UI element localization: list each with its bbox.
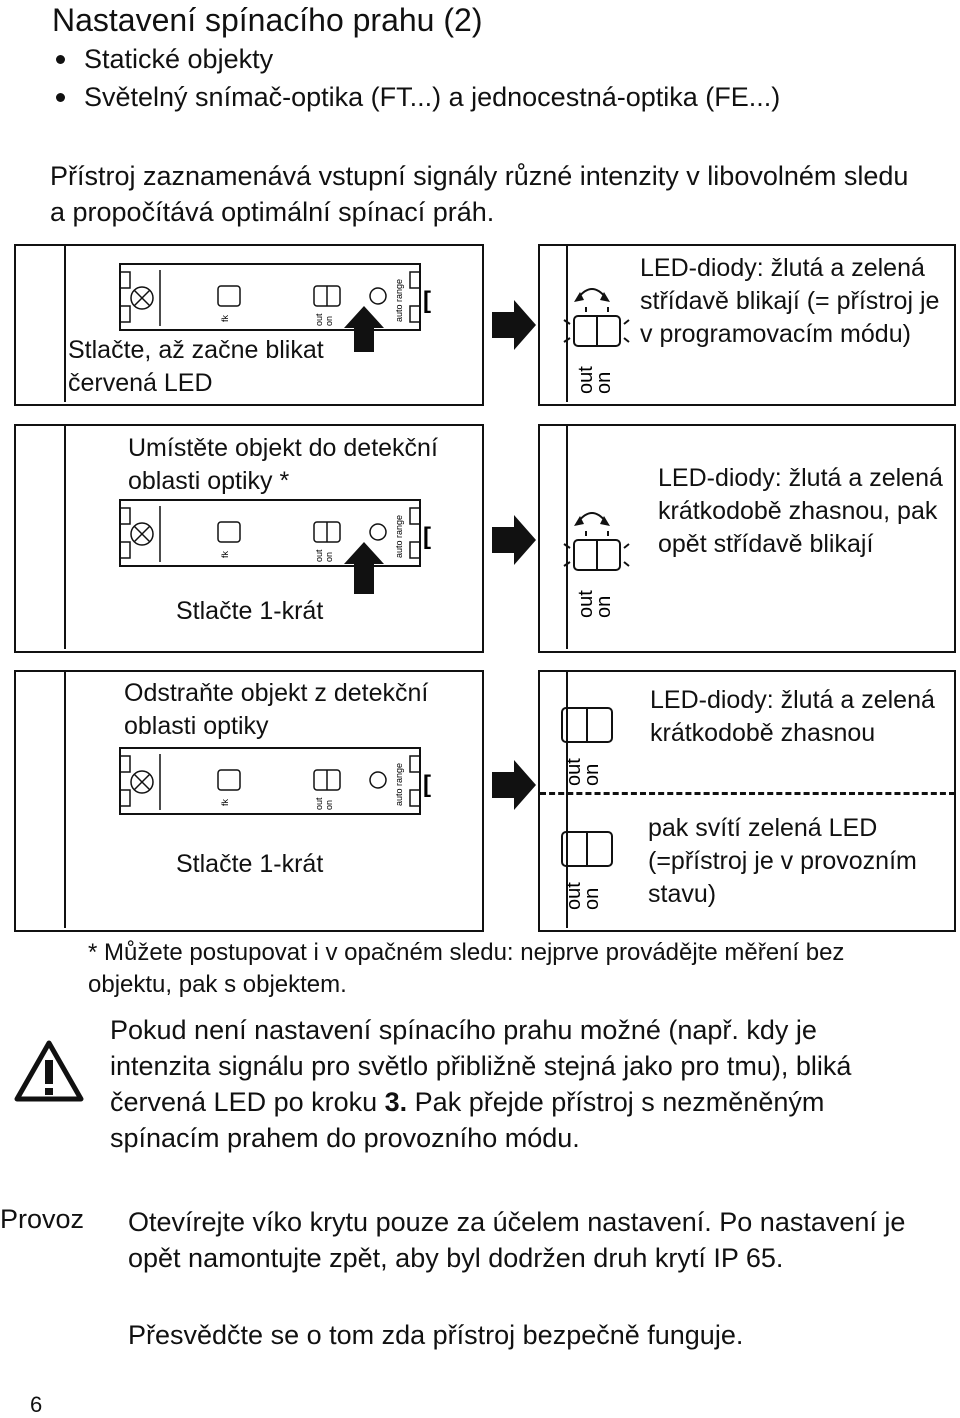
device-label-out: out bbox=[314, 797, 324, 810]
page-title: Nastavení spínacího prahu (2) bbox=[52, 2, 483, 38]
device-diagram: fk out on auto range [ bbox=[119, 499, 431, 594]
device-label-auto-range: auto range bbox=[394, 515, 404, 558]
step1-right-panel bbox=[538, 244, 956, 406]
led-off-diagram: out on bbox=[561, 707, 613, 786]
device-diagram: fk out on auto range [ bbox=[119, 747, 431, 815]
step2-instruction-top: Umístěte objekt do detekční oblasti opti… bbox=[128, 434, 438, 495]
step1-side-strip bbox=[14, 244, 66, 402]
device-bracket: [ bbox=[423, 287, 431, 314]
step3-left-panel bbox=[14, 670, 484, 932]
footnote: * Můžete postupovat i v opačném sledu: n… bbox=[88, 939, 845, 998]
warning-text-post: Pak přejde přístroj s nezměněným spínací… bbox=[110, 1087, 825, 1153]
warning-text: Pokud není nastavení spínacího prahu mož… bbox=[110, 1012, 910, 1156]
led-blinking-diagram: out on bbox=[563, 512, 630, 618]
right-arrow-icon bbox=[492, 300, 536, 350]
led-label-out: out bbox=[575, 590, 597, 618]
led-label-on: on bbox=[581, 888, 603, 910]
bullet-list: Statické objekty Světelný snímač-optika … bbox=[56, 40, 876, 116]
right-arrow-icon bbox=[492, 515, 536, 565]
led-label-out: out bbox=[563, 882, 585, 910]
bullet-item: Statické objekty bbox=[56, 40, 876, 78]
section-label-provoz: Provoz bbox=[0, 1204, 85, 1234]
dashed-divider bbox=[540, 792, 955, 795]
right-arrow-icon bbox=[492, 760, 536, 810]
warning-step-number: 3. bbox=[384, 1087, 408, 1117]
step3-result-final: pak svítí zelená LED (=přístroj je v pro… bbox=[648, 814, 917, 908]
step3-side-strip bbox=[14, 670, 66, 928]
device-label-on: on bbox=[324, 800, 334, 810]
step2-side-strip bbox=[14, 424, 66, 649]
step3-instruction-bottom: Stlačte 1-krát bbox=[176, 850, 324, 878]
device-label-auto-range: auto range bbox=[394, 763, 404, 806]
device-bracket: [ bbox=[423, 523, 431, 550]
device-bracket: [ bbox=[423, 771, 431, 798]
provoz-text: Otevírejte víko krytu pouze za účelem na… bbox=[128, 1207, 906, 1273]
device-label-auto-range: auto range bbox=[394, 279, 404, 322]
device-label-fk: fk bbox=[220, 314, 230, 322]
step3-right-strip bbox=[538, 670, 568, 928]
led-label-on: on bbox=[581, 764, 603, 786]
led-blinking-diagram: out on bbox=[563, 288, 630, 394]
step3-instruction-top: Odstraňte objekt z detekční oblasti opti… bbox=[124, 679, 429, 740]
step1-instruction: Stlačte, až začne blikat červená LED bbox=[68, 336, 324, 397]
device-label-fk: fk bbox=[220, 550, 230, 558]
page-number: 6 bbox=[30, 1392, 43, 1417]
led-green-on-diagram: out on bbox=[561, 831, 613, 910]
step3-right-panel bbox=[538, 670, 956, 932]
device-label-out: out bbox=[314, 313, 324, 326]
warning-text-pre: Pokud není nastavení spínacího prahu mož… bbox=[110, 1015, 852, 1117]
final-instruction: Přesvědčte se o tom zda přístroj bezpečn… bbox=[128, 1320, 744, 1350]
step2-instruction-bottom: Stlačte 1-krát bbox=[176, 597, 324, 625]
step3-result: LED-diody: žlutá a zelená krátkodobě zha… bbox=[650, 686, 935, 747]
step1-left-panel bbox=[14, 244, 484, 406]
led-label-on: on bbox=[593, 372, 615, 394]
step2-left-panel bbox=[14, 424, 484, 653]
device-label-fk: fk bbox=[220, 798, 230, 806]
step2-result: LED-diody: žlutá a zelená krátkodobě zha… bbox=[658, 464, 943, 558]
led-label-out: out bbox=[563, 758, 585, 786]
intro-text: Přístroj zaznamenává vstupní signály růz… bbox=[50, 161, 909, 227]
device-diagram: fk out on auto range [ bbox=[119, 263, 431, 352]
device-label-out: out bbox=[314, 549, 324, 562]
device-label-on: on bbox=[324, 552, 334, 562]
step2-right-panel bbox=[538, 424, 956, 653]
bullet-item: Světelný snímač-optika (FT...) a jednoce… bbox=[56, 78, 876, 116]
step2-right-strip bbox=[538, 424, 568, 649]
device-label-on: on bbox=[324, 316, 334, 326]
led-label-on: on bbox=[593, 596, 615, 618]
warning-triangle-icon bbox=[14, 1040, 84, 1102]
step1-result: LED-diody: žlutá a zelená střídavě blika… bbox=[640, 254, 940, 348]
led-label-out: out bbox=[575, 366, 597, 394]
